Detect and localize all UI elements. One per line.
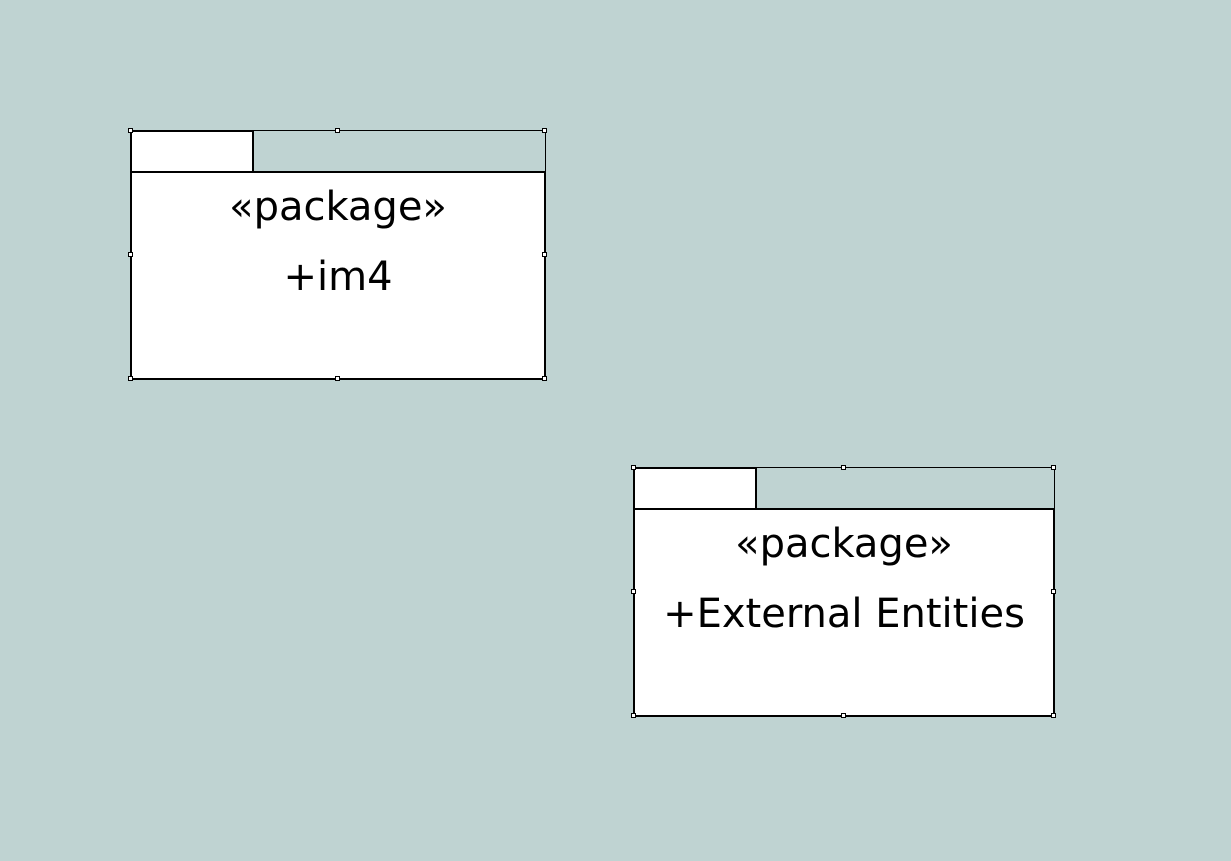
resize-handle-nw[interactable] bbox=[128, 128, 133, 133]
resize-handle-n[interactable] bbox=[335, 128, 340, 133]
resize-handle-se[interactable] bbox=[1051, 713, 1056, 718]
resize-handle-se[interactable] bbox=[542, 376, 547, 381]
package-tab bbox=[633, 467, 757, 510]
resize-handle-sw[interactable] bbox=[631, 713, 636, 718]
package-stereotype: «package» bbox=[735, 521, 953, 567]
resize-handle-w[interactable] bbox=[631, 589, 636, 594]
package-external-entities[interactable]: «package» +External Entities bbox=[631, 465, 1056, 718]
resize-handle-nw[interactable] bbox=[631, 465, 636, 470]
resize-handle-ne[interactable] bbox=[1051, 465, 1056, 470]
package-stereotype: «package» bbox=[229, 184, 447, 230]
resize-handle-w[interactable] bbox=[128, 252, 133, 257]
resize-handle-s[interactable] bbox=[335, 376, 340, 381]
package-im4[interactable]: «package» +im4 bbox=[128, 128, 547, 381]
package-body: «package» +External Entities bbox=[633, 508, 1055, 717]
resize-handle-n[interactable] bbox=[841, 465, 846, 470]
package-tab bbox=[130, 130, 254, 173]
resize-handle-s[interactable] bbox=[841, 713, 846, 718]
resize-handle-e[interactable] bbox=[1051, 589, 1056, 594]
package-name: +External Entities bbox=[663, 591, 1025, 637]
resize-handle-e[interactable] bbox=[542, 252, 547, 257]
resize-handle-sw[interactable] bbox=[128, 376, 133, 381]
package-body: «package» +im4 bbox=[130, 171, 546, 380]
package-name: +im4 bbox=[283, 254, 393, 300]
resize-handle-ne[interactable] bbox=[542, 128, 547, 133]
